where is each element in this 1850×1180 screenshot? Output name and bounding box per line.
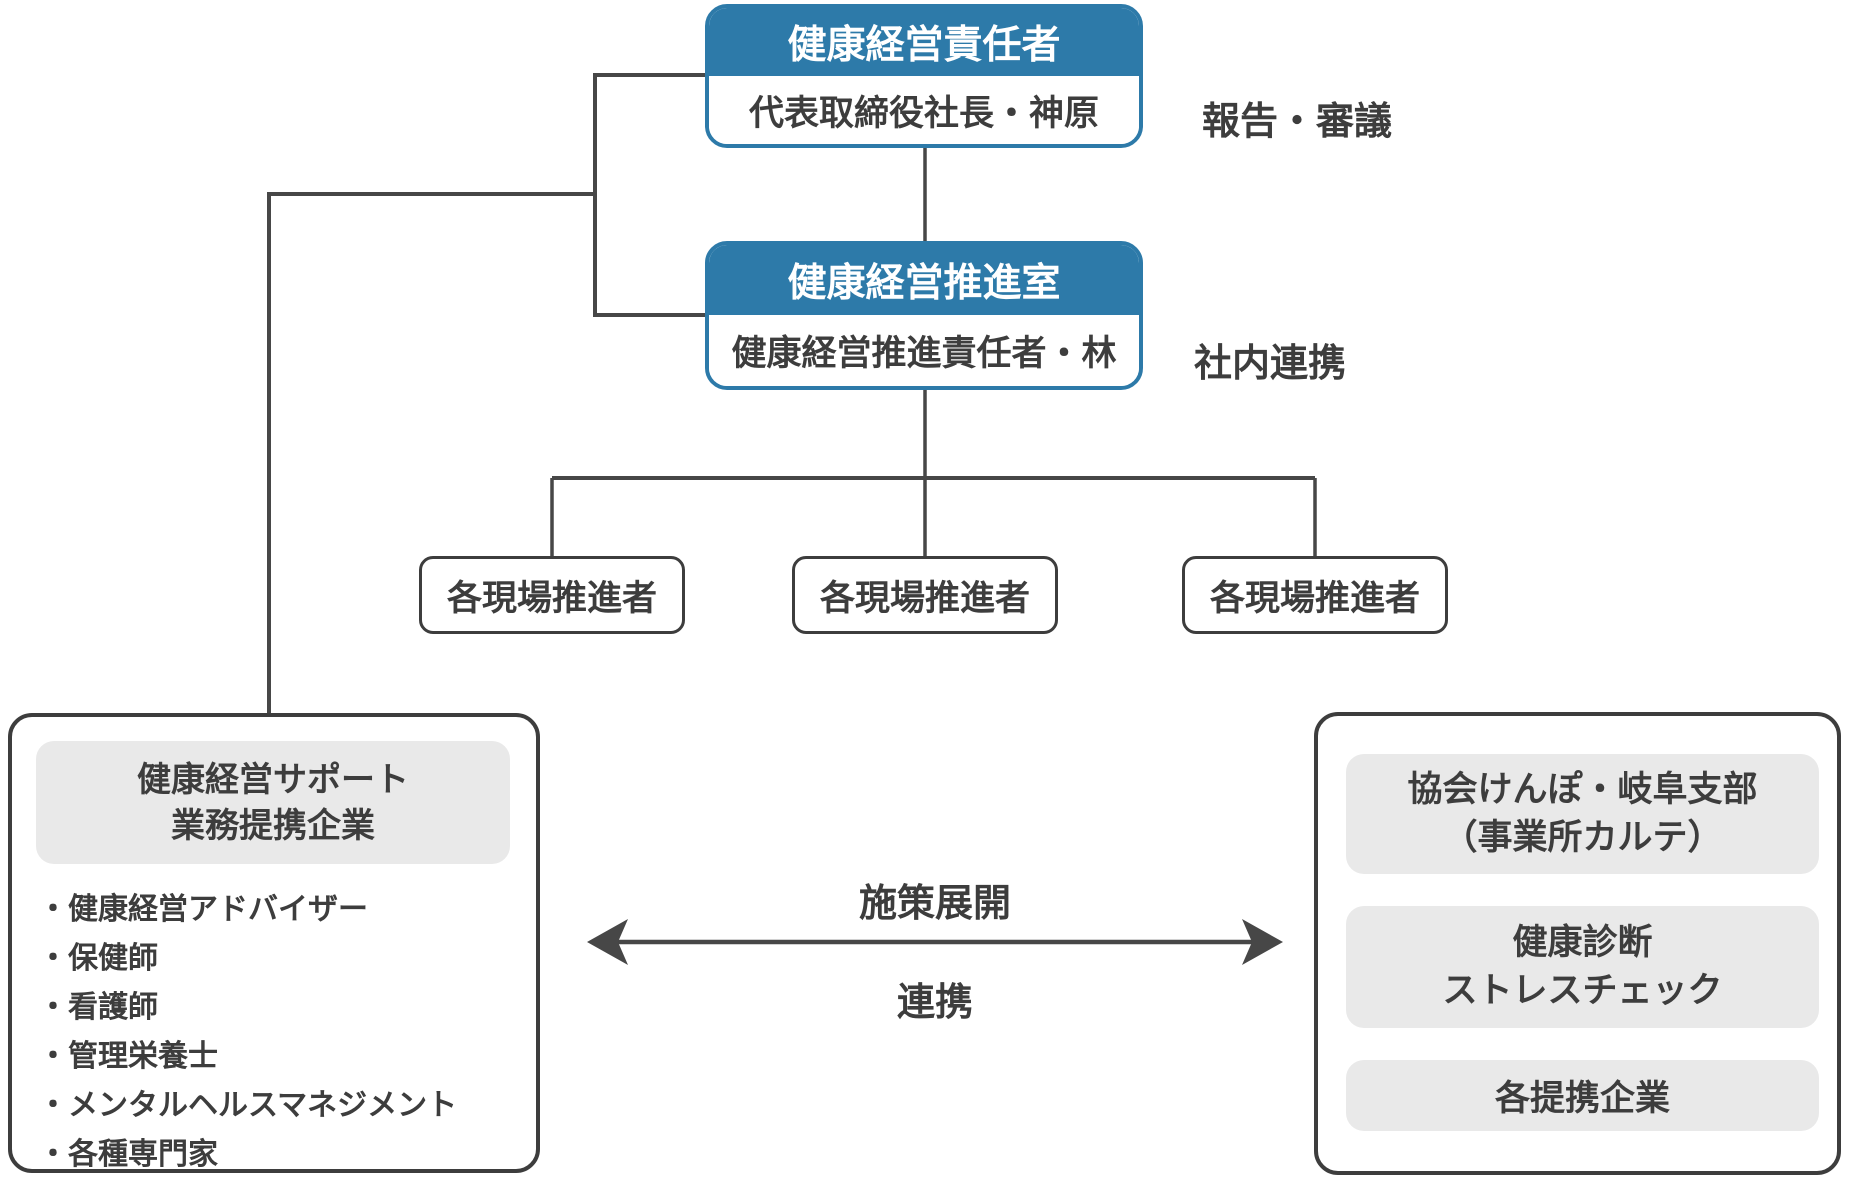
health-check-line2: ストレスチェック bbox=[1442, 971, 1723, 1010]
site-promoter-box-3: 各現場推進者 bbox=[1182, 556, 1448, 634]
support-partner-title-line2: 業務提携企業 bbox=[171, 806, 375, 845]
list-item: ・健康経営アドバイザー bbox=[38, 893, 368, 926]
top-responsible-box: 健康経営責任者 代表取締役社長・神原 bbox=[705, 4, 1143, 148]
support-partner-title-line1: 健康経営サポート bbox=[137, 760, 409, 799]
list-item: ・管理栄養士 bbox=[38, 1040, 218, 1073]
left-partner-connector-line bbox=[267, 192, 595, 713]
list-item: ・各種専門家 bbox=[38, 1138, 218, 1171]
top-responsible-body: 代表取締役社長・神原 bbox=[709, 76, 1139, 144]
site-promoter-box-2: 各現場推進者 bbox=[792, 556, 1058, 634]
internal-cooperation-label: 社内連携 bbox=[1194, 343, 1347, 385]
arrow-head-left-icon bbox=[587, 919, 628, 965]
support-partner-box: 健康経営サポート 業務提携企業 ・健康経営アドバイザー ・保健師 ・看護師 ・管… bbox=[8, 713, 540, 1173]
kyokai-kenpo-line1: 協会けんぽ・岐阜支部 bbox=[1407, 770, 1758, 809]
list-item: ・メンタルヘルスマネジメント bbox=[38, 1089, 458, 1122]
support-partner-list: ・健康経営アドバイザー ・保健師 ・看護師 ・管理栄養士 ・メンタルヘルスマネジ… bbox=[38, 885, 457, 1179]
promotion-office-header: 健康経営推進室 bbox=[709, 245, 1139, 315]
partner-companies-panel: 各提携企業 bbox=[1346, 1060, 1819, 1131]
kyokai-kenpo-panel: 協会けんぽ・岐阜支部 （事業所カルテ） bbox=[1346, 754, 1819, 874]
bracket-line bbox=[593, 73, 705, 317]
top-responsible-header: 健康経営責任者 bbox=[709, 8, 1139, 76]
promotion-office-box: 健康経営推進室 健康経営推進責任者・林 bbox=[705, 241, 1143, 390]
kyokai-kenpo-line2: （事業所カルテ） bbox=[1442, 818, 1723, 857]
list-item: ・保健師 bbox=[38, 942, 158, 975]
report-deliberation-label: 報告・審議 bbox=[1202, 101, 1393, 143]
cooperation-label: 連携 bbox=[896, 982, 973, 1024]
list-item: ・看護師 bbox=[38, 991, 158, 1024]
partner-companies-line1: 各提携企業 bbox=[1494, 1079, 1670, 1118]
health-check-panel: 健康診断 ストレスチェック bbox=[1346, 906, 1819, 1028]
measure-deployment-label: 施策展開 bbox=[858, 883, 1011, 925]
site-promoter-box-1: 各現場推進者 bbox=[419, 556, 685, 634]
support-partner-title: 健康経営サポート 業務提携企業 bbox=[36, 741, 510, 864]
arrow-head-right-icon bbox=[1242, 919, 1283, 965]
health-check-line1: 健康診断 bbox=[1512, 923, 1653, 962]
promotion-office-body: 健康経営推進責任者・林 bbox=[709, 315, 1139, 386]
external-partner-box: 協会けんぽ・岐阜支部 （事業所カルテ） 健康診断 ストレスチェック 各提携企業 bbox=[1314, 712, 1841, 1175]
